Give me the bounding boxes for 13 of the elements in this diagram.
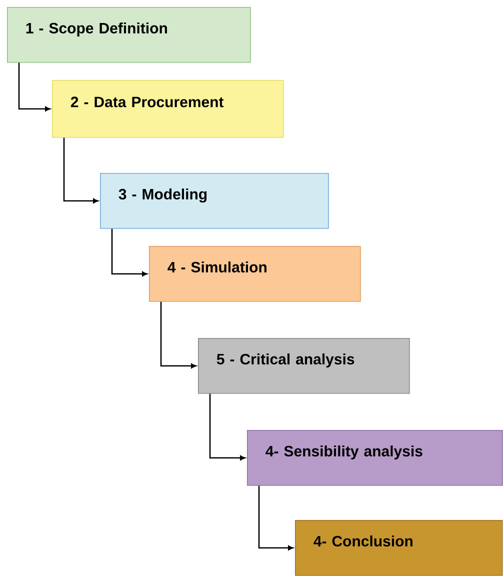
process-box: 3 - Modeling <box>100 173 329 229</box>
arrow <box>258 486 294 550</box>
arrow <box>160 302 196 368</box>
arrow <box>209 394 246 460</box>
process-box: 2 - Data Procurement <box>52 80 284 138</box>
arrow <box>111 228 148 276</box>
process-box: 4 - Simulation <box>149 246 361 302</box>
process-box: 4- Sensibility analysis <box>247 430 503 486</box>
arrow <box>18 62 50 112</box>
process-box: 5 - Critical analysis <box>198 338 410 394</box>
arrow <box>63 138 98 204</box>
process-box: 4- Conclusion <box>295 520 503 576</box>
process-box: 1 - Scope Definition <box>7 7 251 63</box>
